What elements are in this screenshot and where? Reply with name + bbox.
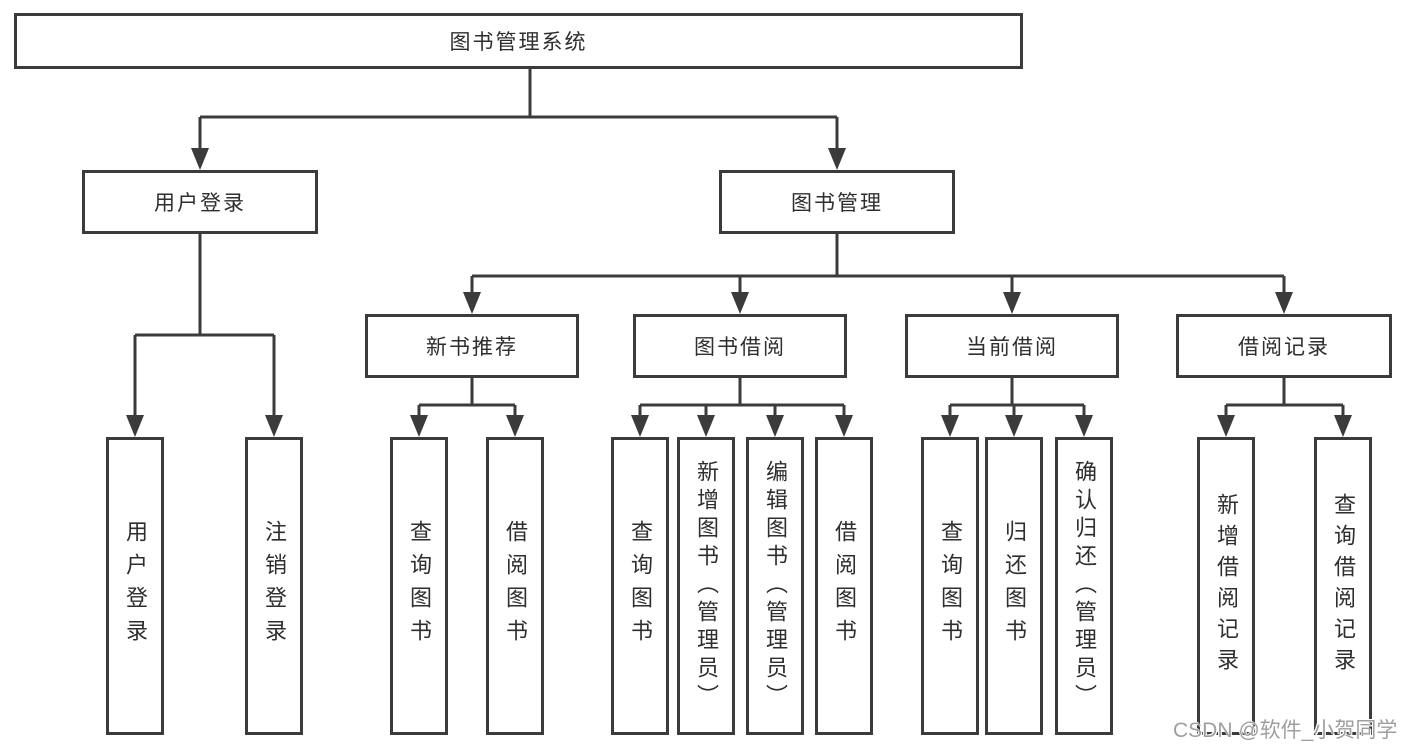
node-book-management: 图书管理	[719, 170, 955, 234]
node-label: 归还图书	[1002, 520, 1027, 652]
node-book-borrowing: 图书借阅	[633, 314, 847, 378]
arrowheads	[126, 148, 1352, 437]
node-label: 确认归还（管理员）	[1072, 460, 1097, 712]
leaf-confirm-return-admin: 确认归还（管理员）	[1055, 437, 1113, 735]
leaf-add-borrow-record: 新增借阅记录	[1197, 437, 1255, 735]
node-label: 新增借阅记录	[1214, 493, 1239, 679]
node-label: 借阅图书	[832, 520, 857, 652]
leaf-return-books: 归还图书	[985, 437, 1043, 735]
node-label: 编辑图书（管理员）	[763, 460, 788, 712]
node-label: 查询图书	[938, 520, 963, 652]
node-borrowing-records: 借阅记录	[1176, 314, 1392, 378]
leaf-borrow-books: 借阅图书	[815, 437, 873, 735]
node-label: 新增图书（管理员）	[694, 460, 719, 712]
leaf-query-books-borrowing: 查询图书	[611, 437, 669, 735]
node-label: 借阅记录	[1238, 336, 1330, 359]
node-label: 新书推荐	[426, 336, 518, 359]
node-label: 借阅图书	[503, 520, 528, 652]
node-label: 当前借阅	[966, 336, 1058, 359]
leaf-add-books-admin: 新增图书（管理员）	[677, 437, 735, 735]
leaf-query-books-recommend: 查询图书	[390, 437, 448, 735]
leaf-borrow-books-recommend: 借阅图书	[486, 437, 544, 735]
node-label: 查询图书	[407, 520, 432, 652]
csdn-watermark: CSDN @软件_小贺同学	[1173, 719, 1398, 742]
node-label: 查询图书	[628, 520, 653, 652]
node-new-book-recommend: 新书推荐	[365, 314, 579, 378]
connector-path	[133, 69, 1345, 421]
node-label: 注销登录	[262, 520, 287, 652]
node-label: 图书管理系统	[449, 31, 588, 54]
node-root: 图书管理系统	[14, 13, 1023, 69]
leaf-query-books-current: 查询图书	[921, 437, 979, 735]
node-current-borrowing: 当前借阅	[905, 314, 1119, 378]
node-user-login: 用户登录	[82, 170, 318, 234]
node-label: 图书借阅	[694, 336, 786, 359]
leaf-query-borrow-record: 查询借阅记录	[1314, 437, 1372, 735]
node-label: 图书管理	[791, 192, 883, 215]
node-label: 用户登录	[154, 192, 246, 215]
leaf-edit-books-admin: 编辑图书（管理员）	[746, 437, 804, 735]
leaf-logout: 注销登录	[245, 437, 303, 735]
node-label: 用户登录	[123, 520, 148, 652]
node-label: 查询借阅记录	[1331, 493, 1356, 679]
leaf-user-login: 用户登录	[106, 437, 164, 735]
